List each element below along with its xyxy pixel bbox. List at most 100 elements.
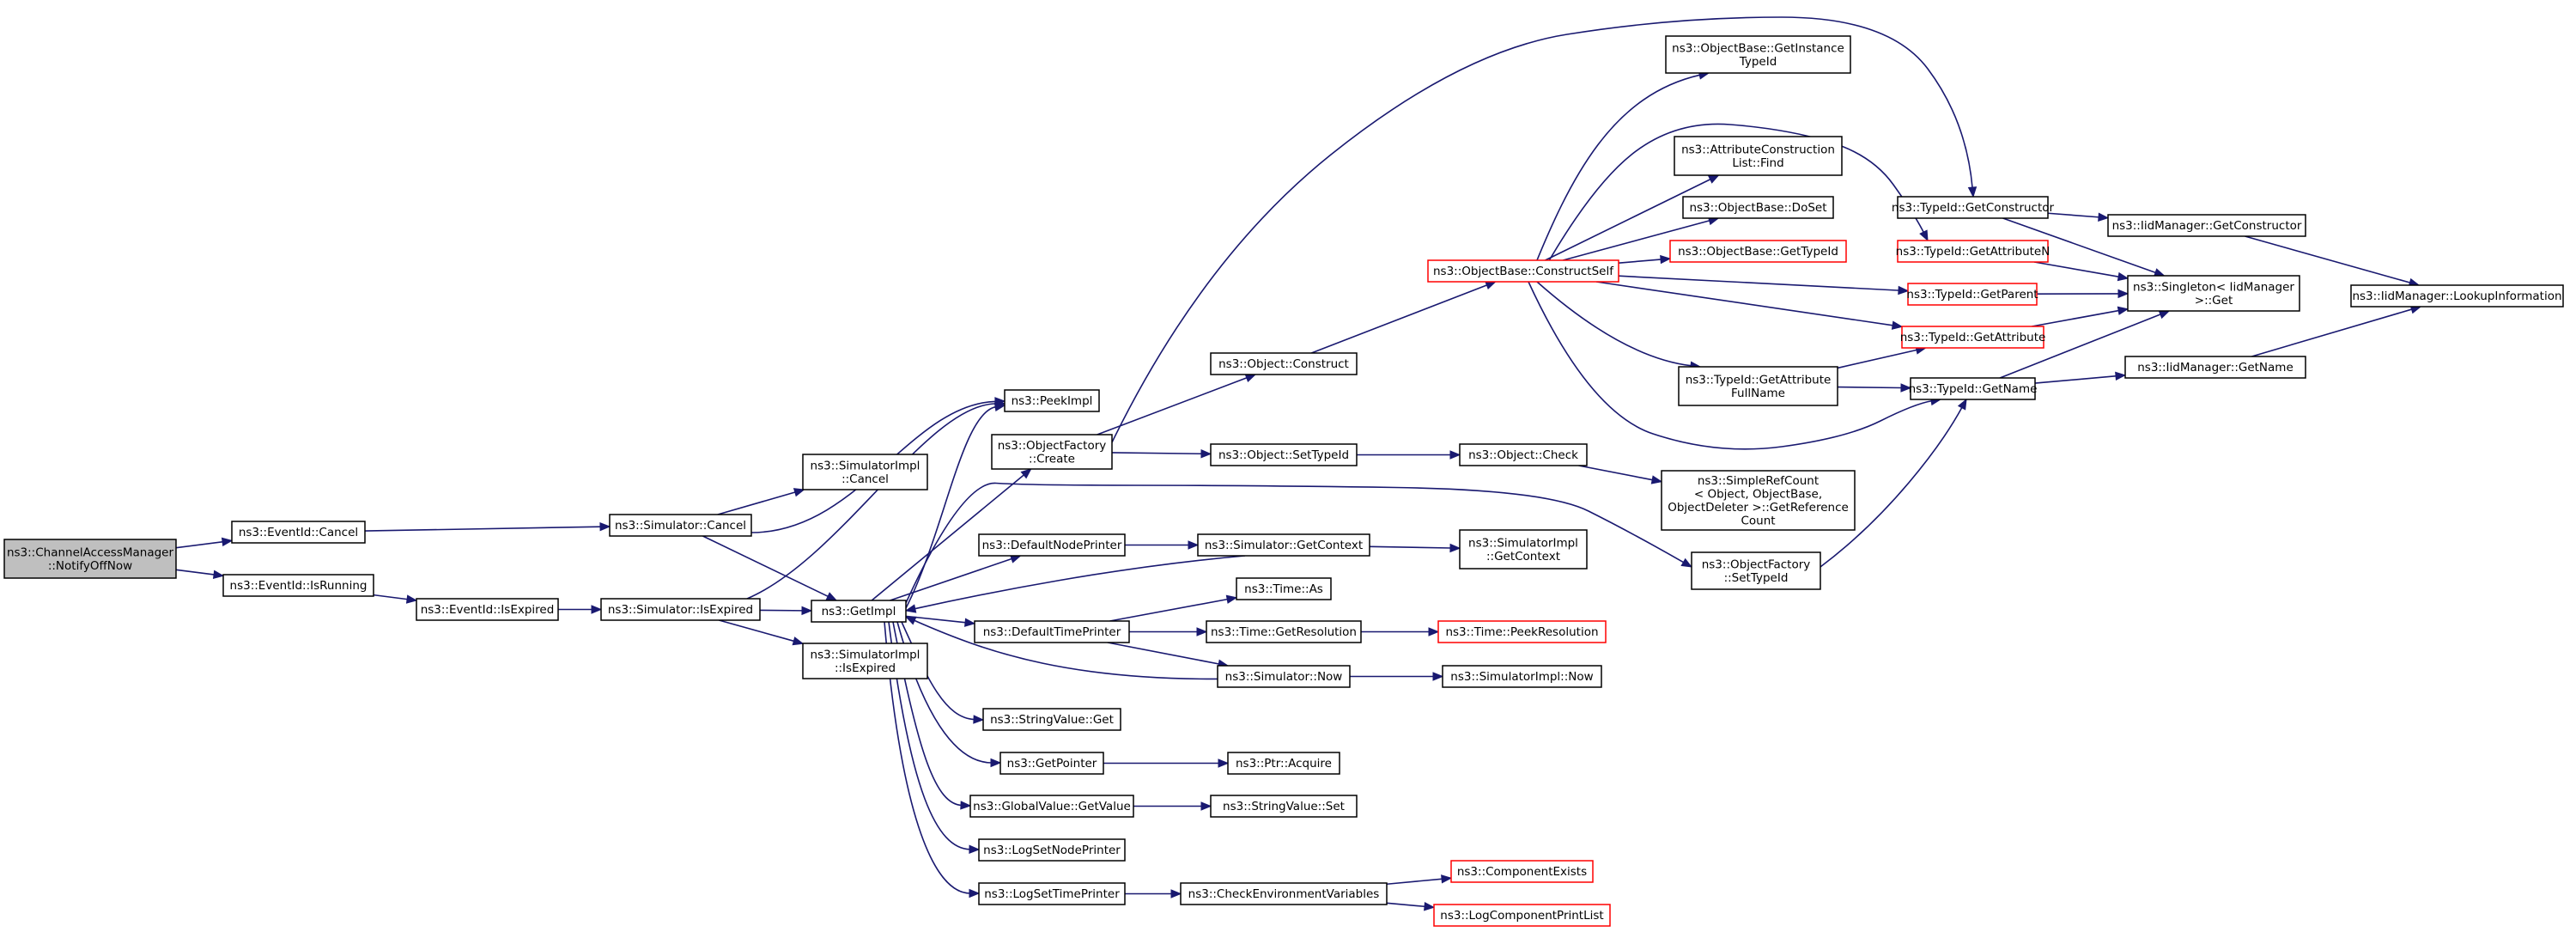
node-label: List::Find [1732,156,1783,170]
node-siGetContext[interactable]: ns3::SimulatorImpl::GetContext [1459,529,1588,570]
node-box [1433,904,1611,927]
edge-evIsRunning-to-evIsExpired [373,594,409,600]
edge-getImpl-to-logSetTime [884,621,971,894]
node-logSetNode[interactable]: ns3::LogSetNodePrinter [978,838,1126,862]
edge-arrowhead [2117,289,2129,299]
node-checkEnv[interactable]: ns3::CheckEnvironmentVariables [1180,882,1388,905]
node-obDoSet[interactable]: ns3::ObjectBase::DoSet [1682,196,1834,219]
node-logSetTime[interactable]: ns3::LogSetTimePrinter [978,882,1126,905]
node-ofCreate[interactable]: ns3::ObjectFactory::Create [991,434,1113,470]
node-getImpl[interactable]: ns3::GetImpl [811,600,907,623]
node-simIsExpired[interactable]: ns3::Simulator::IsExpired [600,598,761,621]
node-tidGetAttribute[interactable]: ns3::TypeId::GetAttribute [1900,326,2046,349]
node-label: ns3::ComponentExists [1457,865,1587,879]
node-iidLookup[interactable]: ns3::IidManager::LookupInformation [2350,284,2564,308]
node-evIsRunning[interactable]: ns3::EventId::IsRunning [222,574,374,597]
edge-getImpl-to-ofSetTypeId [905,482,1685,604]
edge-notify-to-evCancel [175,540,224,549]
node-notify[interactable]: ns3::ChannelAccessManager::NotifyOffNow [3,539,177,579]
edge-getImpl-to-logSetNode [888,621,971,850]
node-box [802,643,928,679]
edge-tidGetName-to-iidGetName [2034,375,2117,384]
node-label: >::Get [2195,294,2233,308]
node-box [1678,366,1838,406]
node-objCheck[interactable]: ns3::Object::Check [1459,443,1588,466]
node-siNow[interactable]: ns3::SimulatorImpl::Now [1442,665,1602,688]
edge-arrowhead [1200,449,1212,459]
node-simpleRef[interactable]: ns3::SimpleRefCount< Object, ObjectBase,… [1661,470,1856,531]
node-objSetTypeId[interactable]: ns3::Object::SetTypeId [1210,443,1358,466]
node-box [1669,240,1847,263]
node-tidGetAttrN[interactable]: ns3::TypeId::GetAttributeN [1896,240,2050,263]
node-label: TypeId [1739,55,1777,69]
node-ofSetTypeId[interactable]: ns3::ObjectFactory::SetTypeId [1691,551,1821,590]
edge-arrowhead [1020,468,1032,479]
node-timeGetRes[interactable]: ns3::Time::GetResolution [1206,620,1362,643]
edge-arrowhead [599,521,611,532]
edge-arrowhead [1707,174,1720,184]
node-tidGetName[interactable]: ns3::TypeId::GetName [1909,377,2038,400]
node-obGetTypeId[interactable]: ns3::ObjectBase::GetTypeId [1669,240,1847,263]
node-siIsExpired[interactable]: ns3::SimulatorImpl::IsExpired [802,643,928,679]
node-iidGetName[interactable]: ns3::IidManager::GetName [2124,356,2306,379]
edge-arrowhead [1441,874,1453,884]
node-box [1665,35,1851,74]
node-evCancel[interactable]: ns3::EventId::Cancel [231,521,366,544]
edge-arrowhead [1485,281,1497,290]
node-siCancel[interactable]: ns3::SimulatorImpl::Cancel [802,454,928,490]
node-box [978,838,1126,862]
node-objConstruct[interactable]: ns3::Object::Construct [1210,352,1358,375]
node-box [982,708,1121,731]
edge-arrowhead [1919,229,1929,242]
node-evIsExpired[interactable]: ns3::EventId::IsExpired [416,598,559,621]
node-defNodePrinter[interactable]: ns3::DefaultNodePrinter [978,533,1126,557]
node-strValSet[interactable]: ns3::StringValue::Set [1210,795,1358,818]
node-iidGetConstructor[interactable]: ns3::IidManager::GetConstructor [2107,214,2306,237]
node-label: ns3::ObjectBase::GetTypeId [1678,245,1838,259]
node-simCancel[interactable]: ns3::Simulator::Cancel [609,514,752,537]
edge-arrowhead [1898,285,1910,295]
edge-tidGetName-to-singletonGet [1999,313,2162,379]
node-logCompPrint[interactable]: ns3::LogComponentPrintList [1433,904,1611,927]
node-strValGet[interactable]: ns3::StringValue::Get [982,708,1121,731]
node-simNow[interactable]: ns3::Simulator::Now [1217,665,1351,688]
node-label: ns3::Time::PeekResolution [1445,625,1598,639]
node-defTimePrinter[interactable]: ns3::DefaultTimePrinter [974,620,1130,643]
node-ptrAcquire[interactable]: ns3::Ptr::Acquire [1227,752,1340,775]
node-timeAs[interactable]: ns3::Time::As [1236,577,1332,600]
edge-arrowhead [1957,398,1967,411]
node-peekImpl[interactable]: ns3::PeekImpl [1004,389,1100,412]
edge-objConstruct-to-obConstructSelf [1311,283,1488,354]
node-label: ::Cancel [841,472,889,486]
edge-obConstructSelf-to-acListFind [1545,178,1711,261]
node-obConstructSelf[interactable]: ns3::ObjectBase::ConstructSelf [1427,259,1619,283]
edge-arrowhead [1170,889,1182,898]
node-label: Count [1741,514,1775,527]
node-label: ns3::TypeId::GetAttribute [1900,331,2046,344]
node-box [1459,529,1588,570]
edge-arrowhead [904,616,917,625]
node-label: ns3::IidManager::LookupInformation [2352,289,2561,303]
node-compExists[interactable]: ns3::ComponentExists [1450,860,1594,883]
node-timePeekRes[interactable]: ns3::Time::PeekResolution [1437,620,1607,643]
node-label: ns3::LogComponentPrintList [1440,909,1603,923]
edge-arrowhead [1196,627,1208,637]
node-label: ns3::ObjectBase::ConstructSelf [1433,265,1614,278]
node-singletonGet[interactable]: ns3::Singleton< IidManager >::Get [2127,275,2300,312]
node-box [1004,389,1100,412]
edge-getImpl-to-defNodePrinter [890,557,1013,601]
node-getPointer[interactable]: ns3::GetPointer [999,752,1104,775]
node-tidGetConstructor[interactable]: ns3::TypeId::GetConstructor [1892,196,2055,219]
edge-simIsExpired-to-peekImpl [746,403,997,600]
node-label: ns3::LogSetTimePrinter [984,887,1120,901]
edge-arrowhead [1449,543,1461,553]
node-simGetContext[interactable]: ns3::Simulator::GetContext [1197,533,1370,557]
edge-simIsExpired-to-siIsExpired [719,619,795,643]
node-gvGetValue[interactable]: ns3::GlobalValue::GetValue [969,795,1134,818]
node-label: ns3::SimulatorImpl [811,459,920,472]
node-tidGetParent[interactable]: ns3::TypeId::GetParent [1906,283,2038,306]
